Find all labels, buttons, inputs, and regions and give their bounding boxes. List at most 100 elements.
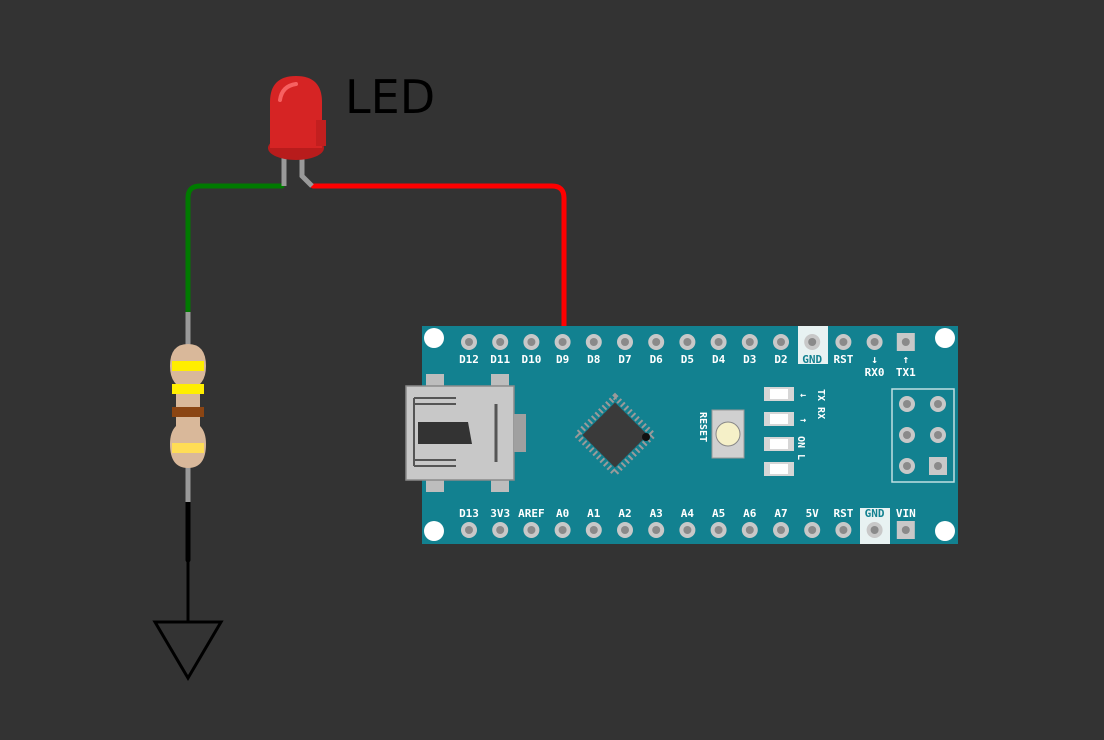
bottom-pin-label: 3V3	[490, 507, 510, 520]
icsp-pin-hole	[934, 400, 942, 408]
status-led-lens	[770, 464, 788, 474]
bottom-pin-label: RST	[833, 507, 853, 520]
reset-label: RESET	[697, 412, 708, 442]
top-pin-label: TX1	[896, 366, 916, 379]
icsp-pin-hole	[903, 462, 911, 470]
bottom-pin-label: 5V	[806, 507, 820, 520]
top-pin-label: GND	[802, 353, 822, 366]
wires	[185, 183, 567, 563]
led-label: LED	[345, 70, 435, 124]
bottom-pin-12-hole	[839, 526, 848, 534]
bottom-pin-label: AREF	[518, 507, 545, 520]
status-led-lens	[770, 389, 788, 399]
top-pin-label: D7	[618, 353, 631, 366]
top-pin-0-hole	[465, 338, 473, 346]
bottom-pin-label: A2	[618, 507, 631, 520]
resistor-band-3	[172, 407, 204, 417]
resistor-component[interactable]	[170, 312, 206, 502]
bottom-pin-label: A7	[774, 507, 787, 520]
top-pin-label: D2	[774, 353, 787, 366]
rx-arrow: →	[800, 415, 806, 426]
usb-tab	[491, 480, 509, 492]
on-l-label: ON L	[795, 436, 806, 460]
usb-connector[interactable]	[405, 374, 526, 492]
mounting-hole	[424, 521, 444, 541]
mounting-hole	[935, 328, 955, 348]
bottom-pin-11-hole	[808, 526, 817, 534]
top-pin-label: RX0	[865, 366, 885, 379]
top-pin-label: D10	[521, 353, 541, 366]
bottom-pin-10-hole	[777, 526, 785, 534]
top-pin-label: D6	[650, 353, 664, 366]
top-pin-11-hole	[808, 338, 817, 346]
bottom-pin-label: A5	[712, 507, 725, 520]
usb-tab	[426, 480, 444, 492]
wire-led-to-resistor[interactable]	[185, 183, 285, 315]
bottom-pin-3-hole	[558, 526, 567, 534]
mounting-hole	[424, 328, 444, 348]
top-pin-14-hole	[901, 338, 910, 346]
top-pin-6-hole	[652, 338, 661, 346]
bottom-pin-8-hole	[714, 526, 723, 534]
bottom-pin-7-hole	[683, 526, 692, 534]
top-pin-label: D12	[459, 353, 479, 366]
reset-button[interactable]	[711, 409, 745, 459]
bottom-pin-0-hole	[465, 526, 473, 534]
top-pin-7-hole	[683, 338, 692, 346]
led-highlight	[278, 82, 298, 102]
usb-tab	[426, 374, 444, 386]
top-pin-label: ↓	[871, 353, 878, 366]
bottom-pin-label: A1	[587, 507, 601, 520]
bottom-pin-1-hole	[496, 526, 505, 534]
top-pin-2-hole	[527, 338, 536, 346]
status-led-lens	[770, 439, 788, 449]
icsp-header[interactable]	[891, 388, 955, 483]
reset-button-cap	[715, 421, 741, 447]
top-pin-label: RST	[833, 353, 853, 366]
usb-side-pins	[514, 414, 526, 452]
top-pin-label: D9	[556, 353, 569, 366]
ground-triangle	[152, 620, 224, 681]
resistor-band-2	[172, 384, 204, 394]
top-pin-13-hole	[870, 338, 879, 346]
microcontroller-chip	[572, 392, 658, 478]
usb-opening	[413, 397, 456, 467]
bottom-pin-14-hole	[901, 526, 910, 534]
bottom-pin-2-hole	[527, 526, 536, 534]
resistor-body	[170, 344, 206, 468]
usb-tongue	[418, 422, 472, 444]
tx-rx-label: TX RX	[815, 389, 826, 419]
icsp-pin-hole	[903, 400, 911, 408]
bottom-pin-label: A3	[650, 507, 663, 520]
icsp-pin-hole	[934, 462, 942, 470]
status-leds: TX RX ← → ON L	[764, 387, 826, 476]
ground-symbol	[152, 560, 224, 681]
top-pin-1-hole	[496, 338, 505, 346]
wire-led-to-d9[interactable]	[310, 183, 567, 345]
usb-tab	[491, 374, 509, 386]
bottom-pin-4-hole	[589, 526, 598, 534]
led-flat-edge	[316, 120, 326, 146]
top-pin-label: D3	[743, 353, 756, 366]
led-component[interactable]	[268, 76, 326, 188]
chip-dot	[642, 433, 650, 441]
icsp-pins	[899, 396, 947, 475]
top-pin-label: D4	[712, 353, 726, 366]
tx-arrow: ←	[800, 390, 806, 401]
bottom-pin-9-hole	[745, 526, 754, 534]
top-pin-9-hole	[745, 338, 754, 346]
led-dome	[270, 76, 322, 148]
bottom-pin-label: A6	[743, 507, 757, 520]
bottom-pin-label: D13	[459, 507, 479, 520]
top-pin-3-hole	[558, 338, 567, 346]
resistor-band-4	[172, 443, 204, 453]
bottom-pin-label: GND	[865, 507, 885, 520]
mounting-hole	[935, 521, 955, 541]
top-pin-label: ↑	[902, 353, 909, 366]
top-pin-8-hole	[714, 338, 723, 346]
icsp-pin-hole	[934, 431, 942, 439]
